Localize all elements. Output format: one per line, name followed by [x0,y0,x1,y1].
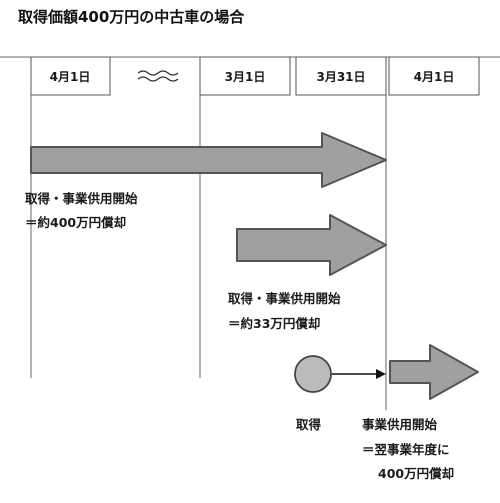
acquisition-point-icon [294,355,332,393]
arrow-one-month [236,214,387,276]
phase-3-line2: ＝翌事業年度に [362,442,450,457]
date-box-3: 3月31日 [295,56,387,96]
date-box-2: 3月1日 [199,56,291,96]
phase-3-line1: 事業供用開始 [362,417,438,432]
date-box-1-label: 4月1日 [50,70,91,84]
phase-1-line1: 取得・事業供用開始 [25,191,138,206]
date-box-3-label: 3月31日 [316,70,365,84]
date-box-1: 4月1日 [30,56,111,96]
arrow-next-year [389,344,479,400]
guide-lines [30,95,387,410]
phase-3-line3: 400万円償却 [378,466,454,481]
date-box-4-label: 4月1日 [414,70,455,84]
acquisition-arrowhead-icon [376,369,386,379]
diagram-title: 取得価額400万円の中古車の場合 [18,8,245,26]
phase-2-line1: 取得・事業供用開始 [228,291,341,306]
omission-wave-icon [137,70,179,82]
phase-2-line2: ＝約33万円償却 [228,316,320,331]
phase-1-line2: ＝約400万円償却 [25,215,126,230]
date-box-2-label: 3月1日 [225,70,266,84]
phase-3-acquire-label: 取得 [296,417,322,432]
arrow-full-year [30,132,387,188]
date-box-4: 4月1日 [388,56,480,96]
